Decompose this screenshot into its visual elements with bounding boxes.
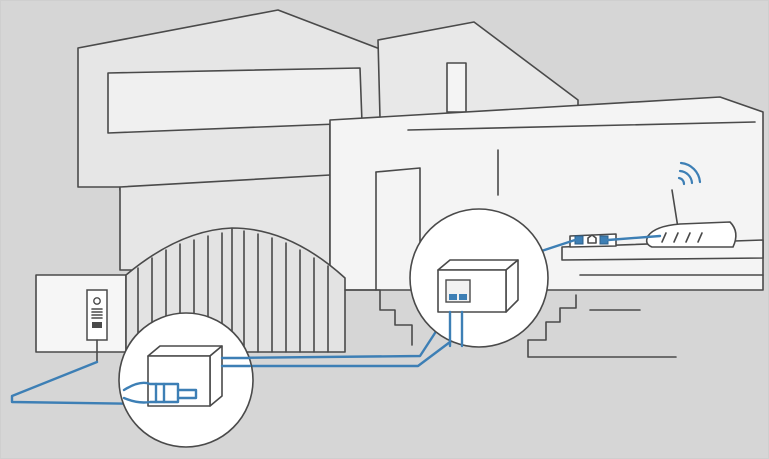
house-symbol-icon	[587, 234, 597, 244]
magnifier-adapter-detail	[409, 208, 549, 348]
rear-house	[377, 21, 579, 119]
stairs	[344, 274, 764, 358]
wifi-signal-icon	[677, 161, 702, 186]
wifi-router-icon	[645, 189, 737, 248]
wall-outlet	[569, 233, 617, 248]
magnifier-plug-detail	[118, 312, 254, 448]
door-intercom-icon	[86, 289, 108, 363]
ethernet-plug-icon	[122, 381, 198, 404]
garden-wall	[35, 274, 127, 353]
network-adapter-icon	[437, 259, 519, 313]
